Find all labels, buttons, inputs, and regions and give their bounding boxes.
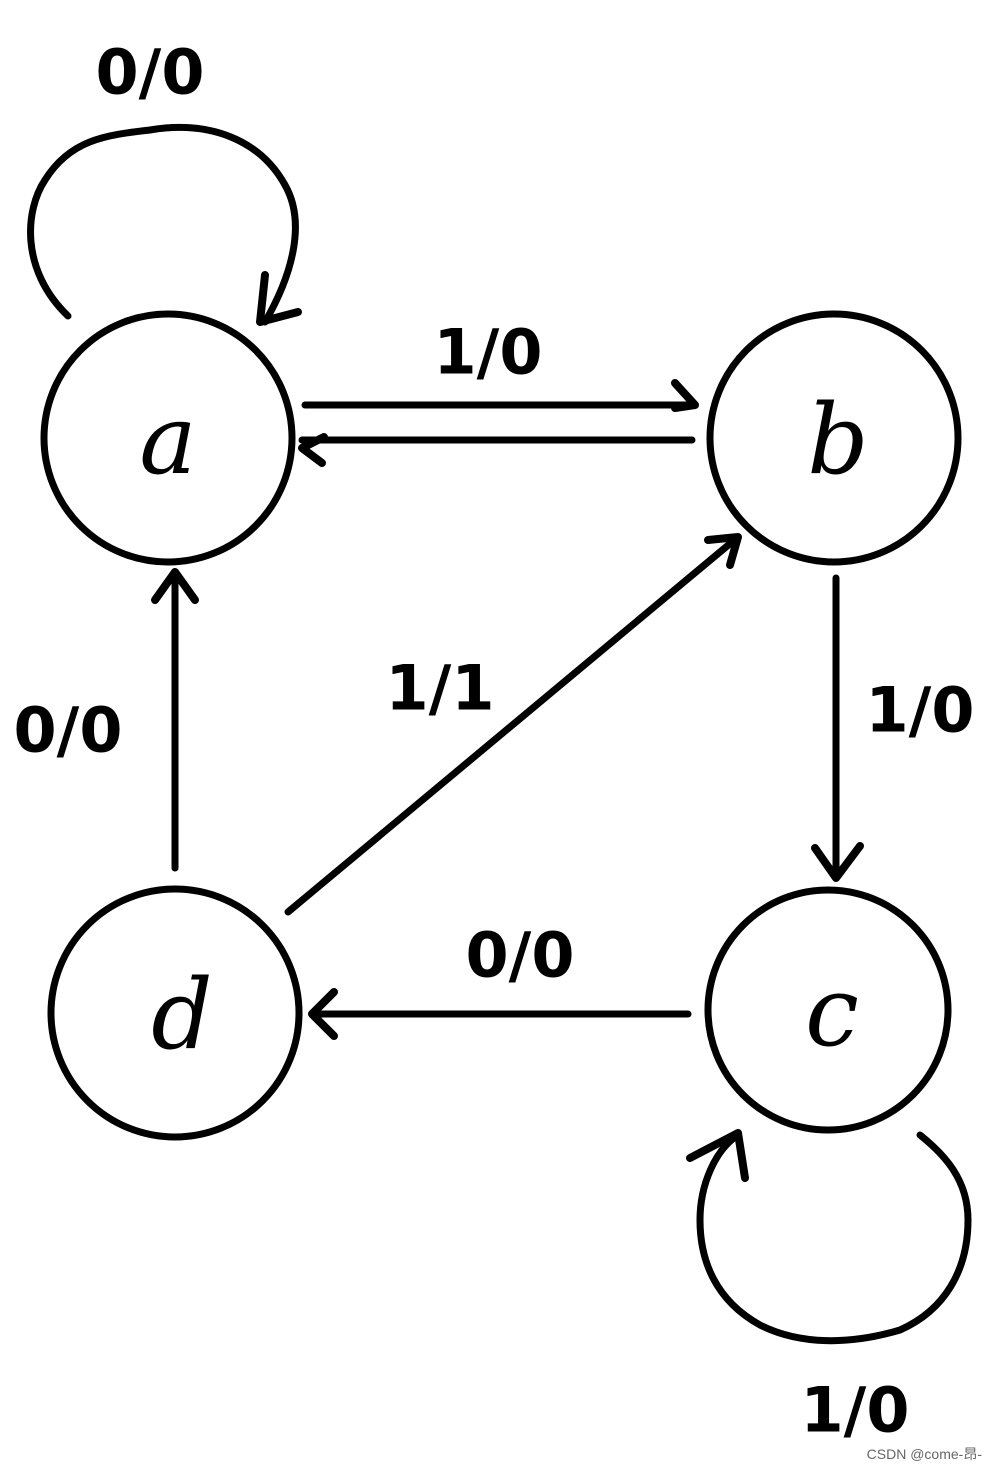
node-c-label: c <box>805 956 859 1068</box>
edge-a-b-arrowhead <box>671 379 699 412</box>
edge-d-b-arrowhead <box>704 533 742 569</box>
edge-c-d-arrowhead <box>308 988 338 1040</box>
edge-c-c-line <box>696 1131 972 1345</box>
edge-d-a-arrowhead <box>151 568 199 604</box>
edge-d-a-label: 0/0 <box>14 694 123 767</box>
node-d-circle <box>47 885 303 1141</box>
edge-b-c-arrowhead <box>811 842 864 882</box>
edge-d-a: 0/0 <box>14 568 199 872</box>
edge-b-a-arrowhead <box>298 433 328 467</box>
edge-d-b-line <box>284 533 742 916</box>
edge-c-c-label: 1/0 <box>801 1374 910 1447</box>
edge-d-b: 1/1 <box>284 533 742 916</box>
node-b-label: b <box>807 384 868 496</box>
node-b-circle <box>706 310 962 566</box>
node-c-circle <box>704 886 952 1134</box>
edge-c-d: 0/0 <box>308 919 692 1040</box>
edge-d-b-label: 1/1 <box>386 652 495 725</box>
edge-c-c-arrowhead <box>686 1129 749 1182</box>
edge-a-b: 1/0 <box>301 316 699 412</box>
edge-a-a-label: 0/0 <box>96 36 205 109</box>
node-a: a <box>40 310 296 566</box>
edge-a-a-line <box>27 123 299 326</box>
node-a-label: a <box>139 384 196 496</box>
watermark: CSDN @come-昂- <box>866 1446 982 1462</box>
edge-c-d-label: 0/0 <box>466 919 575 992</box>
edge-c-c: 1/0 <box>686 1129 972 1447</box>
node-d: d <box>47 885 303 1141</box>
edge-a-b-label: 1/0 <box>434 316 543 389</box>
edge-a-a-arrowhead <box>256 271 302 326</box>
node-a-circle <box>40 310 296 566</box>
edge-b-a <box>298 433 696 467</box>
node-d-label: d <box>151 959 212 1071</box>
node-b: b <box>706 310 962 566</box>
edge-b-c: 1/0 <box>811 574 975 882</box>
edge-b-c-label: 1/0 <box>866 674 975 747</box>
node-c: c <box>704 886 952 1134</box>
edge-a-a: 0/0 <box>27 36 302 326</box>
